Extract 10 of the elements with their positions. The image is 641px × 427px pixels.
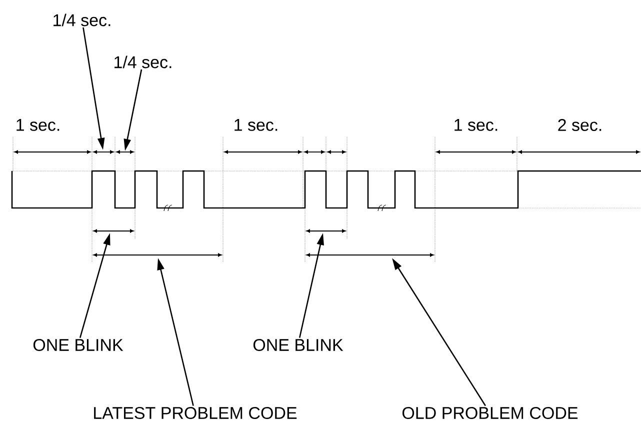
dimension-label: 2 sec. [558, 118, 602, 132]
callout-text: ONE BLINK [33, 338, 124, 352]
callout-text: 1/4 sec. [114, 56, 172, 68]
dimension-label: 1 sec. [454, 119, 498, 131]
callout-text: 1/4 sec. [54, 14, 110, 26]
callout-text: OLD PROBLEM CODE [402, 406, 578, 420]
dimension-label: 1 sec. [16, 119, 60, 131]
dimension-label: 1 sec. [234, 119, 278, 131]
callout-text: LATEST PROBLEM CODE [94, 406, 297, 420]
callout-text: ONE BLINK [253, 338, 344, 352]
